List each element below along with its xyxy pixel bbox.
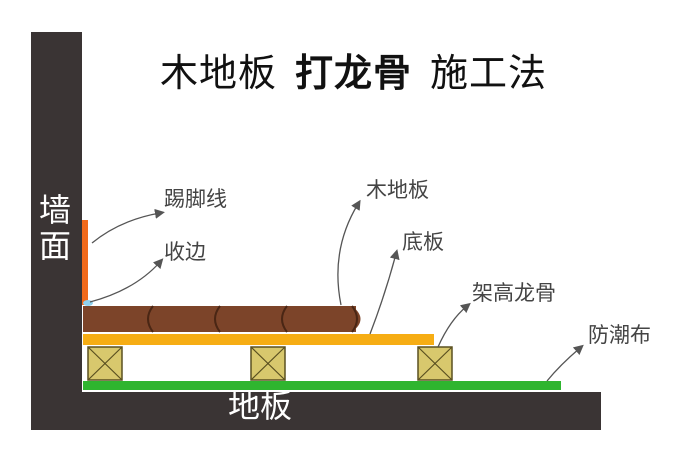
arrow-base-board [369, 249, 400, 335]
label-base-board: 底板 [402, 230, 444, 254]
joist-2 [250, 346, 286, 381]
title-part-1: 木地板 [160, 51, 278, 95]
label-wood-floor: 木地板 [366, 178, 429, 202]
diagram-title: 木地板打龙骨施工法 [160, 42, 600, 97]
joist-3 [417, 346, 453, 381]
title-part-2: 打龙骨 [295, 51, 413, 95]
arrow-skirting [91, 208, 165, 244]
skirting-board [82, 220, 88, 305]
label-edge-trim: 收边 [164, 240, 206, 264]
base-board [83, 334, 434, 345]
joist-1 [87, 346, 123, 381]
label-joist: 架高龙骨 [472, 281, 556, 305]
wall [31, 32, 82, 430]
moisture-barrier [83, 381, 561, 390]
arrow-edge-trim [89, 258, 164, 303]
floor-label: 地板 [228, 387, 293, 425]
arrow-joist [437, 302, 471, 348]
edge-trim [83, 300, 93, 306]
wall-label: 墙面 [38, 191, 71, 265]
arrow-moisture-barrier [546, 344, 584, 382]
label-moisture-barrier: 防潮布 [588, 323, 651, 347]
label-skirting: 踢脚线 [164, 187, 227, 211]
title-part-3: 施工法 [430, 51, 548, 95]
arrow-wood-floor [337, 199, 361, 306]
floor-slab [31, 392, 601, 430]
wood-floor-planks [83, 305, 361, 333]
